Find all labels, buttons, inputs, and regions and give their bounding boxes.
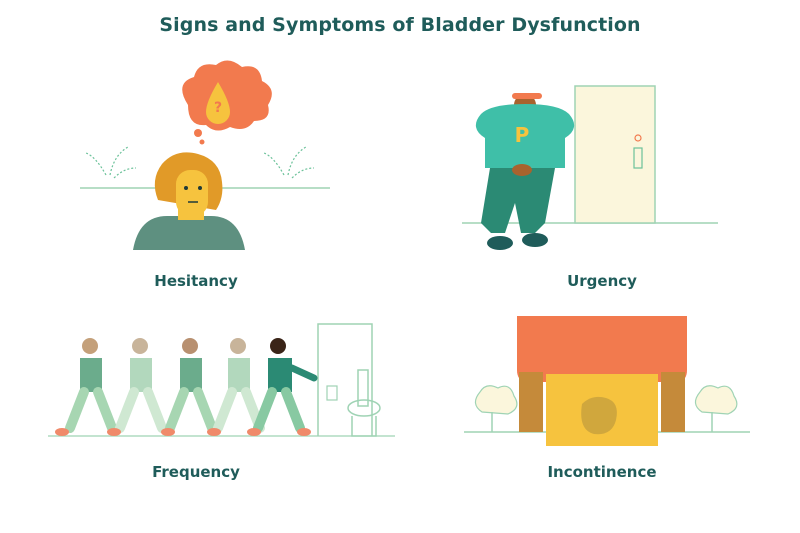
hesitancy-illustration: ? [78, 60, 338, 255]
urgency-illustration: P [460, 78, 730, 268]
svg-text:?: ? [214, 100, 222, 116]
thought-bubble-icon: ? [182, 60, 272, 145]
frequency-illustration [40, 318, 400, 443]
urgency-label: Urgency [567, 272, 637, 290]
page-title: Signs and Symptoms of Bladder Dysfunctio… [159, 14, 641, 36]
incontinence-illustration [462, 312, 762, 452]
hesitancy-label: Hesitancy [154, 272, 238, 290]
incontinence-label: Incontinence [547, 463, 657, 481]
frequency-label: Frequency [152, 463, 240, 481]
shirt-letter: P [515, 123, 530, 147]
